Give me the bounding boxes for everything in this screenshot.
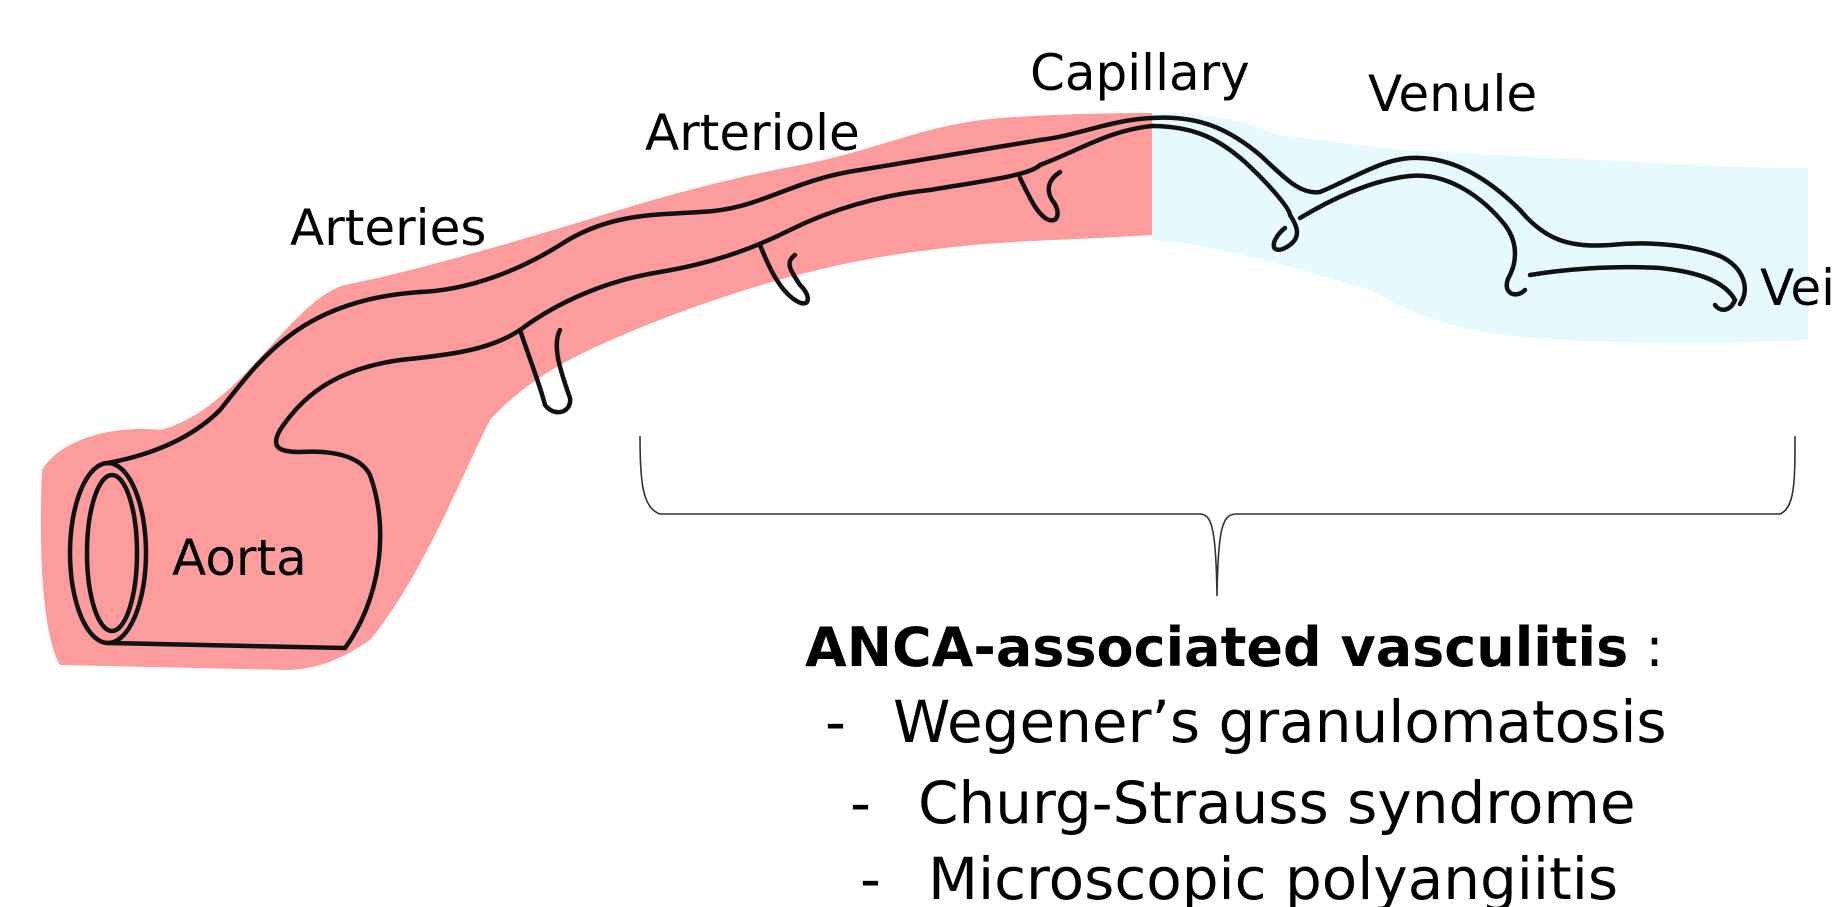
list-item-wegener: Wegener’s granulomatosis	[893, 688, 1667, 756]
anca-heading: ANCA-associated vasculitis :	[805, 616, 1664, 679]
anca-heading-colon: :	[1628, 616, 1663, 679]
anca-disease-list: - Wegener’s granulomatosis - Churg-Strau…	[825, 688, 1667, 907]
list-bullet: -	[850, 769, 871, 837]
label-venule: Venule	[1368, 65, 1537, 123]
label-capillary: Capillary	[1030, 44, 1250, 102]
label-arteriole: Arteriole	[645, 104, 860, 162]
small-vessel-brace	[640, 436, 1795, 596]
list-item-microscopic-polyangiitis: Microscopic polyangiitis	[928, 845, 1618, 907]
label-vein: Vei	[1760, 259, 1835, 317]
list-item-churg-strauss: Churg-Strauss syndrome	[918, 769, 1636, 837]
list-bullet: -	[860, 845, 881, 907]
anca-heading-text: ANCA-associated vasculitis	[805, 616, 1628, 679]
label-aorta: Aorta	[172, 529, 307, 587]
list-bullet: -	[825, 688, 846, 756]
label-arteries: Arteries	[290, 199, 486, 257]
